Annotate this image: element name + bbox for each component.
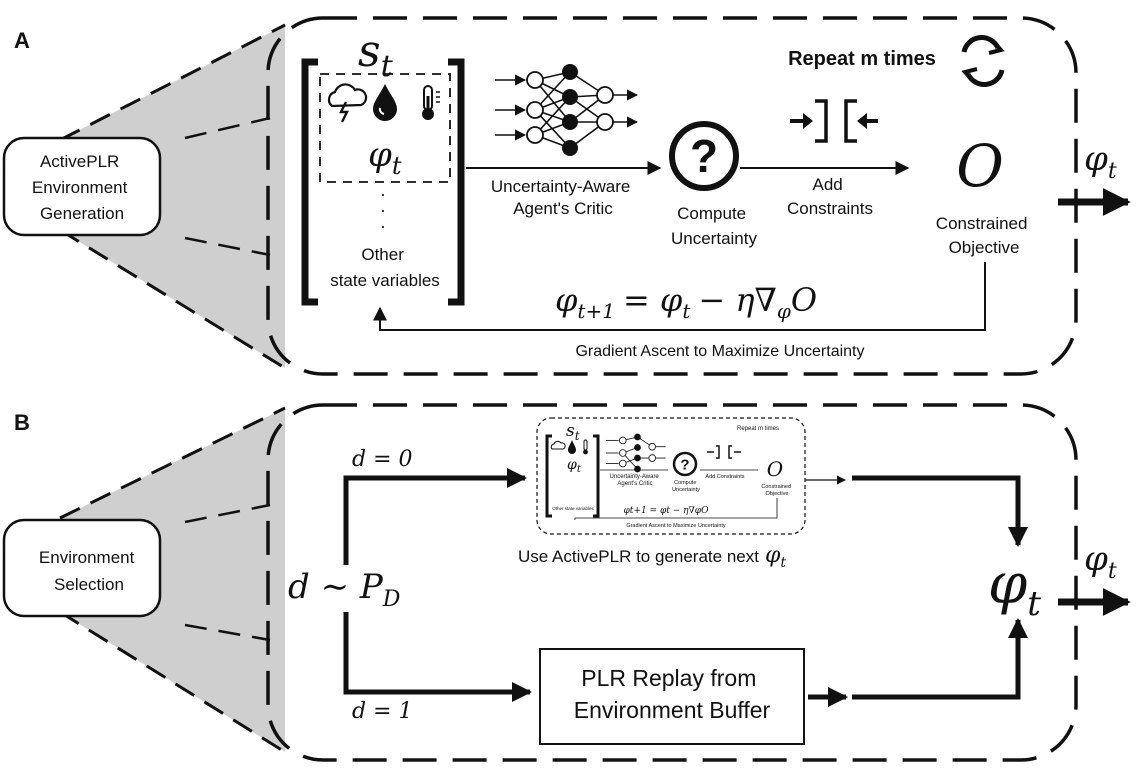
branch-top-label: d = 0 bbox=[352, 447, 413, 472]
ellipsis-2: . bbox=[380, 196, 385, 216]
ellipsis-3: . bbox=[380, 212, 385, 232]
mini-activeplr-diagram: st φt Other state variables bbox=[536, 417, 806, 535]
other-state-variables-label: Other state variables bbox=[330, 245, 440, 290]
panel-a-funnel bbox=[60, 25, 285, 368]
thermometer-icon bbox=[422, 85, 440, 120]
environment-selection-box bbox=[2, 518, 162, 618]
branch-bottom-arrow bbox=[343, 612, 532, 702]
state-bracket-right bbox=[448, 58, 465, 306]
critic-label: Uncertainty-Aware Agent's Critic bbox=[491, 177, 635, 218]
activeplr-generation-box bbox=[2, 136, 162, 237]
panel-a-letter: A bbox=[14, 28, 30, 53]
neural-network-icon bbox=[495, 64, 639, 156]
mini-state: st bbox=[566, 421, 580, 443]
mini-compute-label: Compute Uncertainty bbox=[672, 480, 700, 493]
mini-weather-icons bbox=[550, 439, 588, 455]
storm-cloud-icon bbox=[327, 83, 368, 123]
mini-objective-label: Constrained Objective bbox=[761, 484, 792, 497]
panel-b-letter: B bbox=[14, 410, 30, 435]
mini-update-rule: φt+1 = φt − η∇φO bbox=[624, 506, 710, 516]
constraints-icon bbox=[790, 99, 878, 143]
add-constraints-label: Add Constraints bbox=[787, 175, 873, 218]
mini-critic-label: Uncertainty-Aware Agent's Critic bbox=[610, 474, 661, 487]
objective-symbol: O bbox=[956, 132, 1004, 200]
mini-other-vars: Other state variables bbox=[552, 506, 594, 511]
ellipsis-1: . bbox=[380, 180, 385, 200]
merged-phi-symbol: φt bbox=[988, 552, 1041, 624]
constrained-objective-label: Constrained Objective bbox=[936, 214, 1032, 257]
water-droplet-icon bbox=[373, 84, 397, 121]
state-bracket-left bbox=[301, 58, 318, 306]
update-rule: φt+1= φt− η∇φO bbox=[555, 281, 817, 323]
mini-neural-network-icon bbox=[606, 433, 666, 473]
plr-replay-box bbox=[539, 648, 805, 745]
weather-params-box bbox=[319, 73, 451, 183]
panel-a-frame bbox=[266, 16, 1078, 376]
sampling-rule: d ∼ PD bbox=[288, 567, 401, 612]
state-symbol: st bbox=[358, 26, 394, 84]
mini-param: φt bbox=[567, 457, 582, 475]
panel-b: B Environment Selection d ∼ PD d = 0 d =… bbox=[2, 403, 1131, 762]
mini-question-glyph: ? bbox=[680, 457, 689, 474]
merge-top-arrow bbox=[852, 475, 1028, 547]
mini-loop-label: Gradient Ascent to Maximize Uncertainty bbox=[626, 523, 726, 529]
gradient-ascent-label: Gradient Ascent to Maximize Uncertainty bbox=[575, 343, 864, 360]
repeat-label: Repeat m times bbox=[788, 48, 936, 70]
question-circle-icon bbox=[669, 121, 739, 191]
mini-repeat-label: Repeat m times bbox=[737, 426, 779, 432]
merge-bottom-arrow bbox=[852, 618, 1028, 700]
compute-uncertainty-label: Compute Uncertainty bbox=[671, 204, 757, 248]
activeplr-generation-label: ActivePLR Environment Generation bbox=[32, 152, 132, 223]
panel-a-output-symbol: φt bbox=[1084, 139, 1117, 184]
gradient-ascent-loop-arrow bbox=[373, 262, 986, 331]
branch-top-arrow bbox=[343, 468, 527, 565]
mini-constraints-icon bbox=[707, 445, 741, 459]
panel-a: A ActivePLR Environment Generation st bbox=[2, 16, 1131, 376]
plr-replay-label: PLR Replay from Environment Buffer bbox=[574, 665, 771, 723]
repeat-cycle-icon bbox=[961, 35, 1005, 87]
question-mark-glyph: ? bbox=[690, 130, 718, 182]
branch-bottom-label: d = 1 bbox=[352, 699, 413, 724]
panel-b-funnel bbox=[60, 408, 285, 752]
panel-b-frame bbox=[266, 403, 1078, 762]
mini-constraints-label: Add Constraints bbox=[705, 474, 744, 480]
param-symbol: φt bbox=[368, 135, 402, 180]
panel-b-output-symbol: φt bbox=[1084, 539, 1117, 584]
environment-selection-label: Environment Selection bbox=[39, 548, 139, 594]
mini-objective: O bbox=[767, 457, 783, 481]
